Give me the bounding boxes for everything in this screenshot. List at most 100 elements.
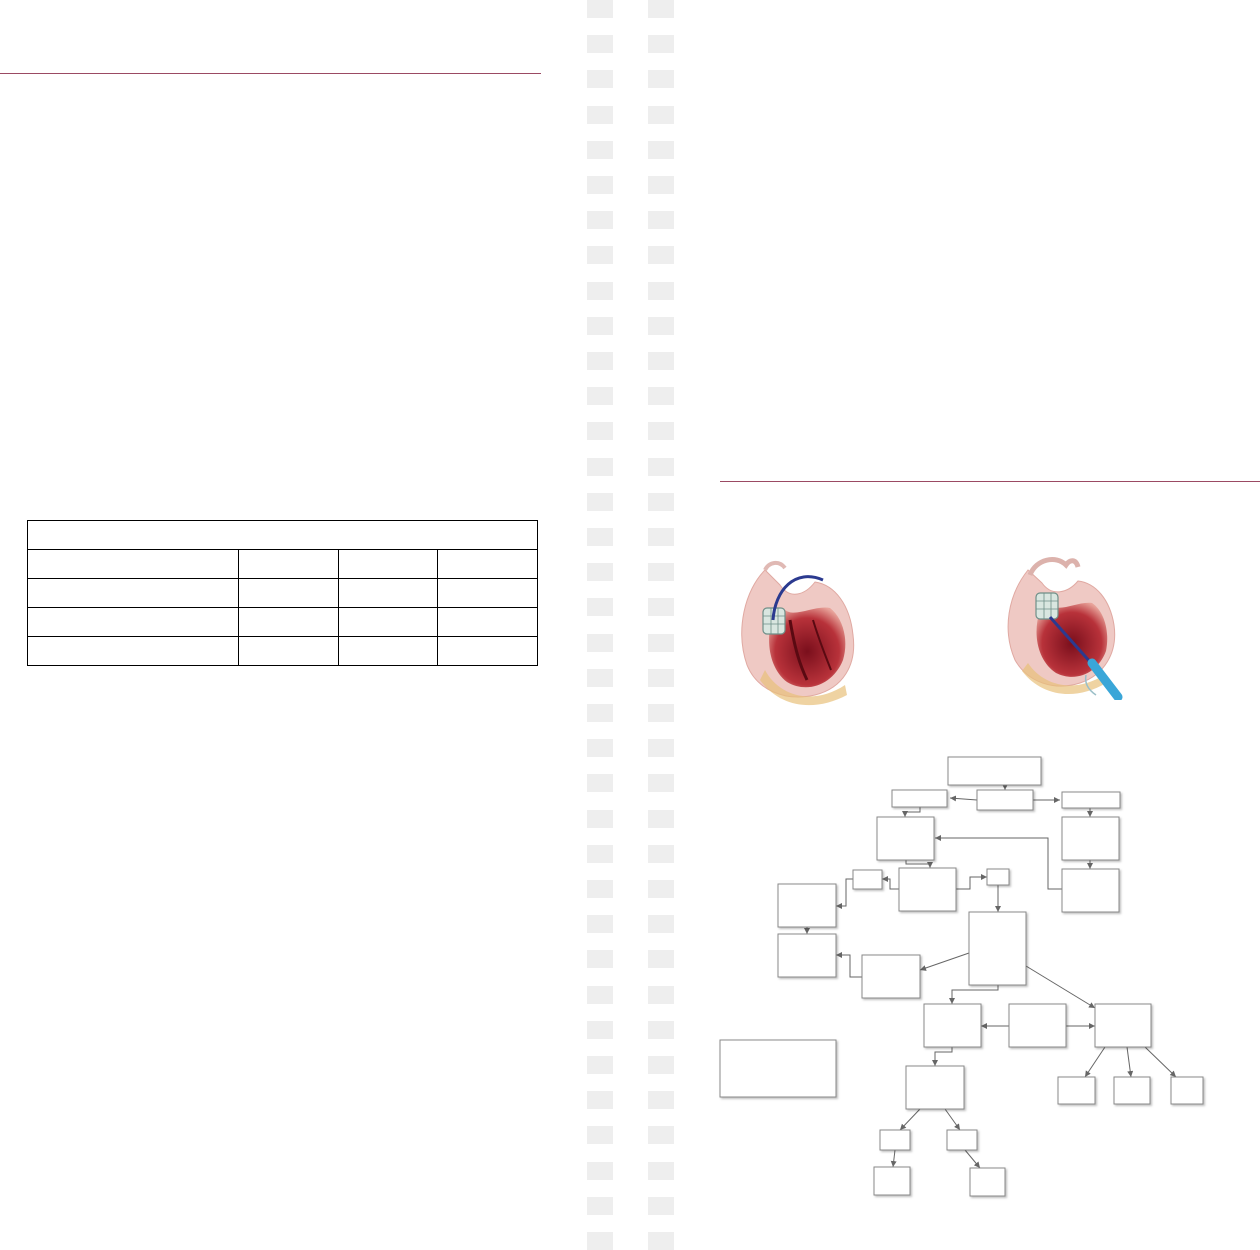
flowchart-connector <box>1144 1046 1177 1078</box>
table-header <box>27 520 538 550</box>
flowchart-box <box>861 954 921 999</box>
flowchart-connector <box>1025 965 1096 1009</box>
flowchart-connector <box>949 985 999 1004</box>
binding-bead <box>587 1091 613 1109</box>
flowchart-box <box>1113 1076 1151 1105</box>
table-cell <box>238 636 339 666</box>
binding-bead <box>587 1056 613 1074</box>
flowchart-connector <box>1126 1046 1134 1078</box>
flowchart-connector <box>902 807 921 817</box>
table-cell <box>338 636 438 666</box>
binding-bead <box>587 634 613 652</box>
binding-bead <box>648 35 674 53</box>
binding-bead <box>587 493 613 511</box>
flowchart-connector <box>932 1047 953 1066</box>
flowchart-box <box>891 789 948 808</box>
binding-bead <box>648 880 674 898</box>
binding-bead <box>587 669 613 687</box>
flowchart-connector <box>836 952 862 978</box>
flowchart-box <box>986 868 1010 886</box>
binding-bead <box>648 774 674 792</box>
binding-bead <box>587 211 613 229</box>
flowchart-connector <box>899 1108 921 1131</box>
binding-bead <box>648 1021 674 1039</box>
binding-bead <box>587 246 613 264</box>
flowchart-box <box>1057 1076 1096 1105</box>
data-table <box>27 520 538 666</box>
binding-bead <box>648 141 674 159</box>
binding-bead <box>648 387 674 405</box>
flowchart-connector <box>935 835 1062 890</box>
binding-bead <box>587 528 613 546</box>
right-section-rule <box>720 481 1260 482</box>
table-cell <box>27 578 239 608</box>
flowchart-box <box>1061 791 1121 809</box>
flowchart-box <box>946 1129 978 1151</box>
binding-bead <box>648 986 674 1004</box>
binding-bead <box>648 458 674 476</box>
table-cell <box>27 636 239 666</box>
flowchart-box <box>876 816 935 861</box>
table-cell <box>437 636 538 666</box>
table-cell <box>238 578 339 608</box>
binding-bead <box>587 0 613 18</box>
binding-bead <box>648 1126 674 1144</box>
binding-bead <box>587 1197 613 1215</box>
heart-transapical-valve-illustration <box>1007 557 1123 700</box>
flowchart-box <box>898 867 957 912</box>
flowchart-connector <box>964 1149 981 1169</box>
binding-bead <box>648 176 674 194</box>
flowchart-box <box>1170 1076 1204 1105</box>
treatment-flowchart <box>719 756 1204 1197</box>
binding-gutter <box>572 0 674 1250</box>
table-column-header <box>338 549 438 579</box>
binding-bead <box>587 1162 613 1180</box>
binding-bead <box>587 458 613 476</box>
binding-bead <box>648 422 674 440</box>
binding-bead <box>648 317 674 335</box>
binding-bead <box>648 493 674 511</box>
flowchart-connector <box>882 876 899 890</box>
binding-bead <box>648 70 674 88</box>
table-cell <box>437 578 538 608</box>
table-cell <box>338 607 438 637</box>
flowchart-connector <box>836 878 853 909</box>
binding-bead <box>648 704 674 722</box>
binding-bead <box>587 282 613 300</box>
binding-bead <box>648 915 674 933</box>
binding-bead <box>587 986 613 1004</box>
flowchart-box <box>852 869 883 890</box>
binding-bead <box>648 282 674 300</box>
table-cell <box>27 607 239 637</box>
flowchart-box <box>777 933 837 978</box>
binding-bead <box>587 176 613 194</box>
flowchart-connector <box>1084 1046 1106 1078</box>
binding-bead <box>648 211 674 229</box>
binding-bead <box>587 774 613 792</box>
binding-bead <box>587 810 613 828</box>
binding-bead <box>587 915 613 933</box>
flowchart-box <box>905 1065 965 1110</box>
binding-bead <box>648 352 674 370</box>
table-cell <box>238 607 339 637</box>
table-row <box>27 578 538 608</box>
binding-bead <box>648 845 674 863</box>
binding-bead <box>587 1126 613 1144</box>
flowchart-connector <box>949 795 978 802</box>
binding-bead <box>587 739 613 757</box>
binding-bead <box>648 1162 674 1180</box>
flowchart-box <box>879 1129 911 1151</box>
binding-bead <box>648 669 674 687</box>
binding-bead <box>587 880 613 898</box>
binding-bead <box>587 1021 613 1039</box>
flowchart-box <box>1061 816 1120 861</box>
flowchart-box <box>947 756 1042 786</box>
table-row <box>27 607 538 637</box>
binding-bead <box>648 1091 674 1109</box>
binding-bead <box>648 106 674 124</box>
binding-bead <box>648 1197 674 1215</box>
flowchart-connector <box>905 860 933 868</box>
binding-bead <box>587 563 613 581</box>
flowchart-box <box>976 789 1034 811</box>
table-cell <box>437 607 538 637</box>
